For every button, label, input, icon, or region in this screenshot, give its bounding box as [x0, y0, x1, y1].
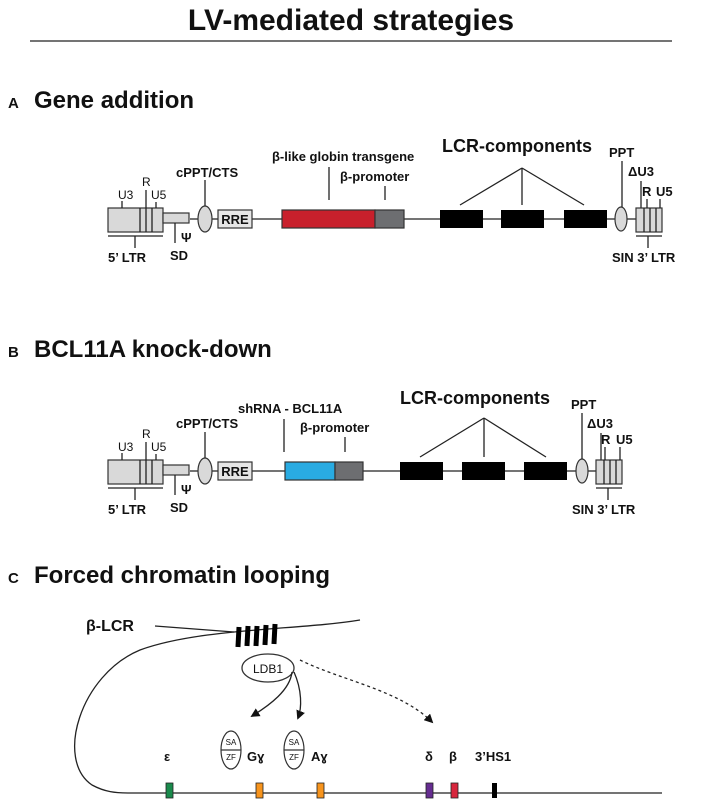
label-sd: SD [170, 500, 188, 515]
page-title: LV-mediated strategies [188, 4, 514, 37]
label-u3: U3 [118, 440, 134, 454]
lcr-block-3 [564, 210, 607, 228]
chromatin-fiber [74, 619, 662, 794]
cppt-ellipse [197, 205, 213, 233]
label-ppt: PPT [609, 145, 634, 160]
section-c-letter: C [8, 570, 19, 587]
lcr-block-2 [462, 462, 505, 480]
label-rre: RRE [221, 464, 249, 479]
gene-delta [425, 782, 434, 799]
label-cppt: cPPT/CTS [176, 165, 238, 180]
label-r3: R [601, 432, 611, 447]
lcr-block-1 [440, 210, 483, 228]
gene-beta [450, 782, 459, 799]
section-b-title: BCL11A knock-down [34, 336, 272, 363]
section-a-letter: A [8, 95, 19, 112]
section-a-title: Gene addition [34, 87, 194, 114]
label-rre: RRE [221, 212, 249, 227]
lcr-block-3 [524, 462, 567, 480]
cppt-ellipse [197, 457, 213, 485]
ppt-ellipse [614, 206, 628, 232]
arrow-to-delta [299, 659, 434, 724]
label-r3: R [642, 184, 652, 199]
gene-epsilon [165, 782, 174, 799]
section-b: B BCL11A knock-down U3 R U5 5’ LTR SD Ψ … [8, 336, 636, 517]
label-du3: ΔU3 [587, 416, 613, 431]
promoter-box [334, 461, 364, 481]
label-zf: ZF [226, 753, 236, 762]
label-transgene: β-like globin transgene [272, 149, 414, 164]
transgene-box [281, 209, 376, 229]
lcr-hs-sites [235, 623, 278, 648]
label-beta-lcr: β-LCR [86, 618, 134, 635]
rre-box [217, 461, 253, 481]
label-r: R [142, 175, 151, 189]
ppt-ellipse [575, 458, 589, 484]
label-lcr: LCR-components [400, 388, 550, 408]
label-psi: Ψ [181, 482, 192, 497]
label-u5-3: U5 [656, 184, 673, 199]
label-sd: SD [170, 248, 188, 263]
label-r: R [142, 427, 151, 441]
label-sa: SA [289, 738, 300, 747]
label-epsilon: ε [164, 749, 170, 764]
gene-ggamma [255, 782, 264, 799]
ltr-3 [635, 207, 663, 233]
label-u5-3: U5 [616, 432, 633, 447]
section-c: C Forced chromatin looping β-LCR LDB1 SA… [8, 562, 662, 799]
label-delta: δ [425, 749, 433, 764]
label-sin-3-ltr: SIN 3’ LTR [612, 250, 676, 265]
label-u5: U5 [151, 188, 167, 202]
sa-zf-ggamma: SA ZF [220, 730, 242, 770]
section-b-letter: B [8, 344, 19, 361]
label-lcr: LCR-components [442, 136, 592, 156]
label-promoter: β-promoter [340, 169, 409, 184]
label-du3: ΔU3 [628, 164, 654, 179]
promoter-box [374, 209, 405, 229]
section-a: A Gene addition U3 R U5 5’ LTR SD Ψ cPPT… [8, 87, 676, 265]
label-5-ltr: 5’ LTR [108, 250, 147, 265]
label-agamma: Aɣ [311, 749, 328, 764]
label-sa: SA [226, 738, 237, 747]
gene-agamma [316, 782, 325, 799]
shrna-box [284, 461, 336, 481]
arrow-to-agamma [293, 671, 305, 720]
ltr-5 [107, 207, 190, 233]
ltr-5 [107, 459, 190, 485]
sa-zf-agamma: SA ZF [283, 730, 305, 770]
section-c-title: Forced chromatin looping [34, 562, 330, 589]
label-u3: U3 [118, 188, 134, 202]
label-ggamma: Gɣ [247, 749, 265, 764]
lcr-block-2 [501, 210, 544, 228]
label-u5: U5 [151, 440, 167, 454]
label-zf: ZF [289, 753, 299, 762]
arrow-to-ggamma [250, 671, 293, 717]
label-shrna: shRNA - BCL11A [238, 401, 343, 416]
label-promoter: β-promoter [300, 420, 369, 435]
label-psi: Ψ [181, 230, 192, 245]
ltr-3 [595, 459, 623, 485]
label-ppt: PPT [571, 397, 596, 412]
label-3hs1: 3’HS1 [475, 749, 511, 764]
label-beta: β [449, 749, 457, 764]
ldb1-ellipse [241, 653, 295, 683]
gene-3hs1 [492, 783, 497, 798]
label-ldb1: LDB1 [253, 662, 283, 676]
label-sin-3-ltr: SIN 3’ LTR [572, 502, 636, 517]
label-5-ltr: 5’ LTR [108, 502, 147, 517]
lcr-block-1 [400, 462, 443, 480]
rre-box [217, 209, 253, 229]
label-cppt: cPPT/CTS [176, 416, 238, 431]
